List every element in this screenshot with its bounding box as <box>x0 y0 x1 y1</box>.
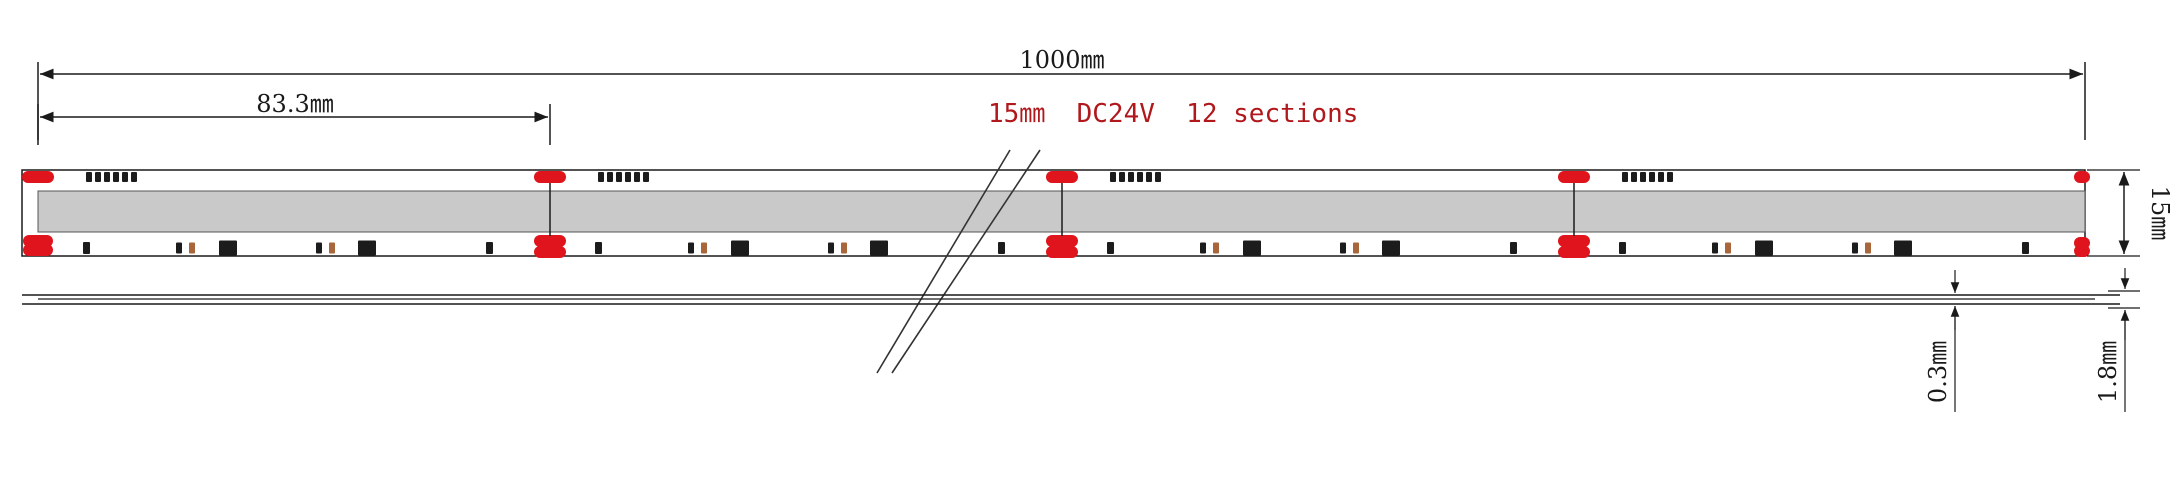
resistor <box>701 242 707 254</box>
capacitor <box>1200 242 1206 254</box>
capacitor <box>1852 242 1858 254</box>
driver-ic <box>113 172 119 182</box>
driver-ic <box>598 172 604 182</box>
width-label: 15㎜ <box>2146 186 2174 241</box>
solder-pad <box>23 244 53 256</box>
strip-side-view <box>22 294 2120 305</box>
diode <box>595 242 602 254</box>
capacitor <box>316 242 322 254</box>
diode <box>83 242 90 254</box>
solder-pad <box>1046 235 1078 247</box>
diode <box>2022 242 2029 254</box>
driver-ic <box>643 172 649 182</box>
resistor <box>189 242 195 254</box>
ic-chip <box>1382 240 1400 256</box>
diode <box>1619 242 1626 254</box>
diode <box>1107 242 1114 254</box>
driver-ic <box>131 172 137 182</box>
strip-thickness-dimension: 1.8㎜ <box>2094 268 2140 412</box>
resistor <box>329 242 335 254</box>
ic-chip <box>1755 240 1773 256</box>
capacitor <box>688 242 694 254</box>
diode <box>998 242 1005 254</box>
driver-ic <box>1667 172 1673 182</box>
resistor <box>841 242 847 254</box>
solder-pad <box>2074 245 2090 257</box>
driver-ic <box>86 172 92 182</box>
capacitor <box>176 242 182 254</box>
section-length-dimension: 83.3㎜ <box>37 90 551 145</box>
capacitor <box>1712 242 1718 254</box>
ic-chip <box>870 240 888 256</box>
driver-ic <box>1640 172 1646 182</box>
break-lines <box>876 149 1041 374</box>
driver-ic <box>104 172 110 182</box>
driver-ic <box>1658 172 1664 182</box>
driver-ic <box>625 172 631 182</box>
driver-ic <box>1631 172 1637 182</box>
solder-pad <box>534 235 566 247</box>
resistor <box>1865 242 1871 254</box>
solder-pad <box>1558 246 1590 258</box>
driver-ic <box>1137 172 1143 182</box>
driver-ic <box>1119 172 1125 182</box>
ic-chip <box>1894 240 1912 256</box>
solder-pad <box>1046 171 1078 183</box>
section-length-label: 83.3㎜ <box>256 90 333 118</box>
driver-ic <box>122 172 128 182</box>
diode <box>486 242 493 254</box>
driver-ic <box>1622 172 1628 182</box>
width-dimension: 15㎜ <box>2087 169 2174 257</box>
solder-pad <box>1046 246 1078 258</box>
driver-ic <box>1128 172 1134 182</box>
driver-ic <box>1146 172 1152 182</box>
ic-chip <box>731 240 749 256</box>
driver-ic <box>95 172 101 182</box>
driver-ic <box>607 172 613 182</box>
ic-chip <box>358 240 376 256</box>
driver-ic <box>616 172 622 182</box>
driver-ic <box>1110 172 1116 182</box>
copper-thickness-label: 0.3㎜ <box>1924 341 1952 403</box>
solder-pad <box>2074 171 2090 183</box>
driver-ic <box>634 172 640 182</box>
resistor <box>1213 242 1219 254</box>
ic-chip <box>219 240 237 256</box>
solder-pad <box>1558 235 1590 247</box>
strip-top-view <box>21 169 2090 258</box>
solder-pad <box>534 246 566 258</box>
solder-pad <box>22 171 54 183</box>
total-length-dimension: 1000㎜ <box>37 46 2086 140</box>
total-length-label: 1000㎜ <box>1019 46 1104 74</box>
solder-pad <box>1558 171 1590 183</box>
resistor <box>1725 242 1731 254</box>
resistor <box>1353 242 1359 254</box>
capacitor <box>828 242 834 254</box>
diode <box>1510 242 1517 254</box>
solder-pad <box>534 171 566 183</box>
driver-ic <box>1155 172 1161 182</box>
ic-chip <box>1243 240 1261 256</box>
copper-thickness-dimension: 0.3㎜ <box>1924 270 1960 412</box>
strip-thickness-label: 1.8㎜ <box>2094 341 2122 403</box>
capacitor <box>1340 242 1346 254</box>
strip-sections <box>22 171 2090 258</box>
spec-label: 15㎜ DC24V 12 sections <box>988 99 1358 129</box>
driver-ic <box>1649 172 1655 182</box>
